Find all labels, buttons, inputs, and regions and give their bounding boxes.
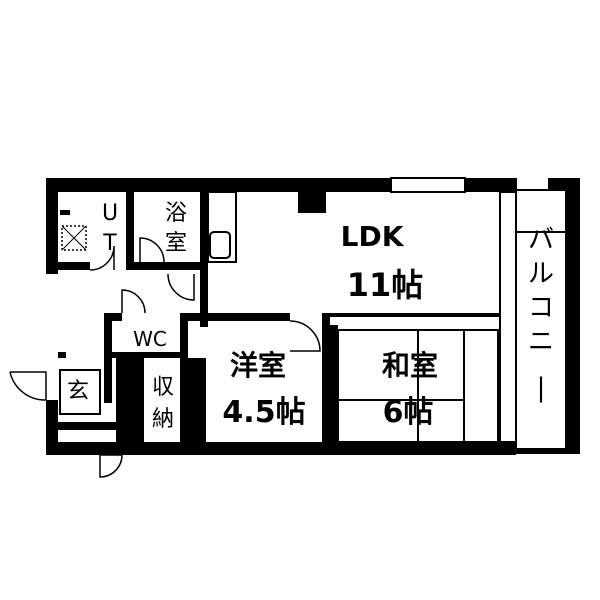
doors <box>9 237 321 478</box>
ut-char-1: U <box>102 201 118 226</box>
western-room: 洋室 4.5帖 <box>222 349 305 430</box>
wc-room: WC <box>120 321 178 352</box>
wc-name: WC <box>133 327 167 351</box>
balcony-char-1: バ <box>528 225 554 255</box>
ldk-size: 11帖 <box>347 266 424 304</box>
bath-char-2: 室 <box>165 231 187 256</box>
balcony-char-3: コ <box>528 293 554 323</box>
balcony-char-4: ニ <box>528 327 554 357</box>
entrance: 玄 <box>59 369 101 415</box>
ldk-name: LDK <box>341 220 405 253</box>
ut-room: U T <box>102 201 118 256</box>
balcony-label: バ ル コ ニ | <box>528 225 554 403</box>
bath-char-1: 浴 <box>165 201 187 226</box>
bathtub <box>209 231 231 259</box>
outer-walls <box>46 177 580 455</box>
japanese-name: 和室 <box>382 349 438 382</box>
japanese-size: 6帖 <box>383 395 434 430</box>
japanese-room: 和室 6帖 <box>382 349 438 430</box>
storage: 収 納 <box>144 358 180 442</box>
ldk-window-top <box>390 177 466 193</box>
interior-walls <box>58 192 500 442</box>
storage-char-1: 収 <box>152 375 174 400</box>
ldk-room: LDK 11帖 <box>341 220 424 304</box>
storage-char-2: 納 <box>152 407 174 432</box>
tatami <box>337 329 499 443</box>
washer-pan <box>60 210 87 251</box>
balcony <box>515 189 580 454</box>
bath-room: 浴 室 <box>165 201 187 256</box>
entrance-name: 玄 <box>67 379 89 404</box>
ut-char-2: T <box>102 231 117 256</box>
balcony-char-2: ル <box>528 259 554 289</box>
western-name: 洋室 <box>230 349 286 382</box>
western-size: 4.5帖 <box>222 395 305 430</box>
balcony-char-5: | <box>537 373 546 403</box>
